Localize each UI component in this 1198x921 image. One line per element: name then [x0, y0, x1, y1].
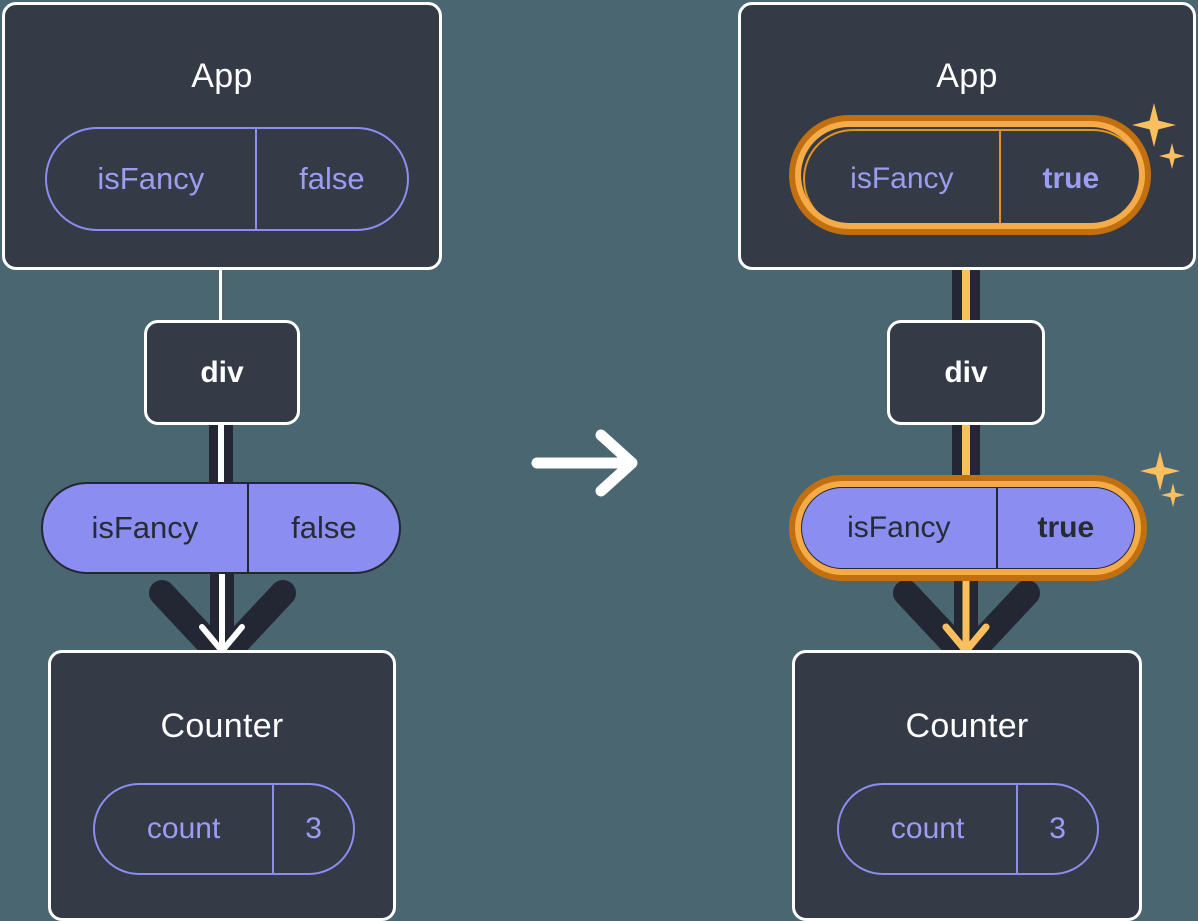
prop-pill-left: isFancy false	[41, 482, 401, 574]
sparkle-icon-prop-large-right	[1140, 451, 1180, 491]
counter-box-right: Counter count 3	[792, 650, 1142, 921]
app-state-pill-right: isFancy true	[803, 129, 1143, 229]
prop-key-left: isFancy	[91, 510, 199, 545]
app-state-value-left: false	[254, 129, 407, 229]
prop-arrow-left	[149, 565, 296, 670]
div-label-left: div	[200, 355, 244, 389]
counter-title-left: Counter	[160, 707, 284, 745]
div-box-left: div	[144, 320, 300, 425]
connector-app-to-div-right-core	[962, 226, 970, 326]
app-box-right: App isFancy true	[738, 2, 1196, 270]
connector-div-to-prop-right-core	[962, 424, 970, 486]
app-state-key-right: isFancy	[850, 162, 954, 195]
sparkle-icon-prop-small-right	[1161, 483, 1185, 507]
counter-state-value-right: 3	[1016, 785, 1097, 873]
prop-value-left: false	[246, 484, 399, 572]
prop-pill-right: isFancy true	[800, 486, 1136, 570]
counter-state-key-left: count	[146, 812, 221, 845]
counter-title-right: Counter	[905, 707, 1029, 745]
counter-state-value-left: 3	[272, 785, 353, 873]
counter-box-left: Counter count 3	[48, 650, 396, 921]
transition-right-arrow-icon	[531, 429, 638, 497]
app-state-key-left: isFancy	[97, 161, 205, 196]
prop-key-right: isFancy	[847, 511, 951, 544]
div-label-right: div	[944, 355, 988, 389]
counter-state-pill-left: count 3	[93, 783, 355, 875]
connector-div-to-prop-left-core	[218, 424, 224, 484]
app-state-pill-left: isFancy false	[45, 127, 409, 231]
app-state-value-right: true	[998, 131, 1141, 227]
counter-state-pill-right: count 3	[837, 783, 1099, 875]
div-box-right: div	[887, 320, 1045, 425]
app-title-right: App	[936, 57, 998, 95]
connector-app-to-div-left	[219, 268, 222, 322]
prop-value-right: true	[995, 488, 1134, 568]
app-box-left: App isFancy false	[2, 2, 442, 270]
counter-state-key-right: count	[890, 812, 965, 845]
app-title-left: App	[191, 57, 253, 95]
